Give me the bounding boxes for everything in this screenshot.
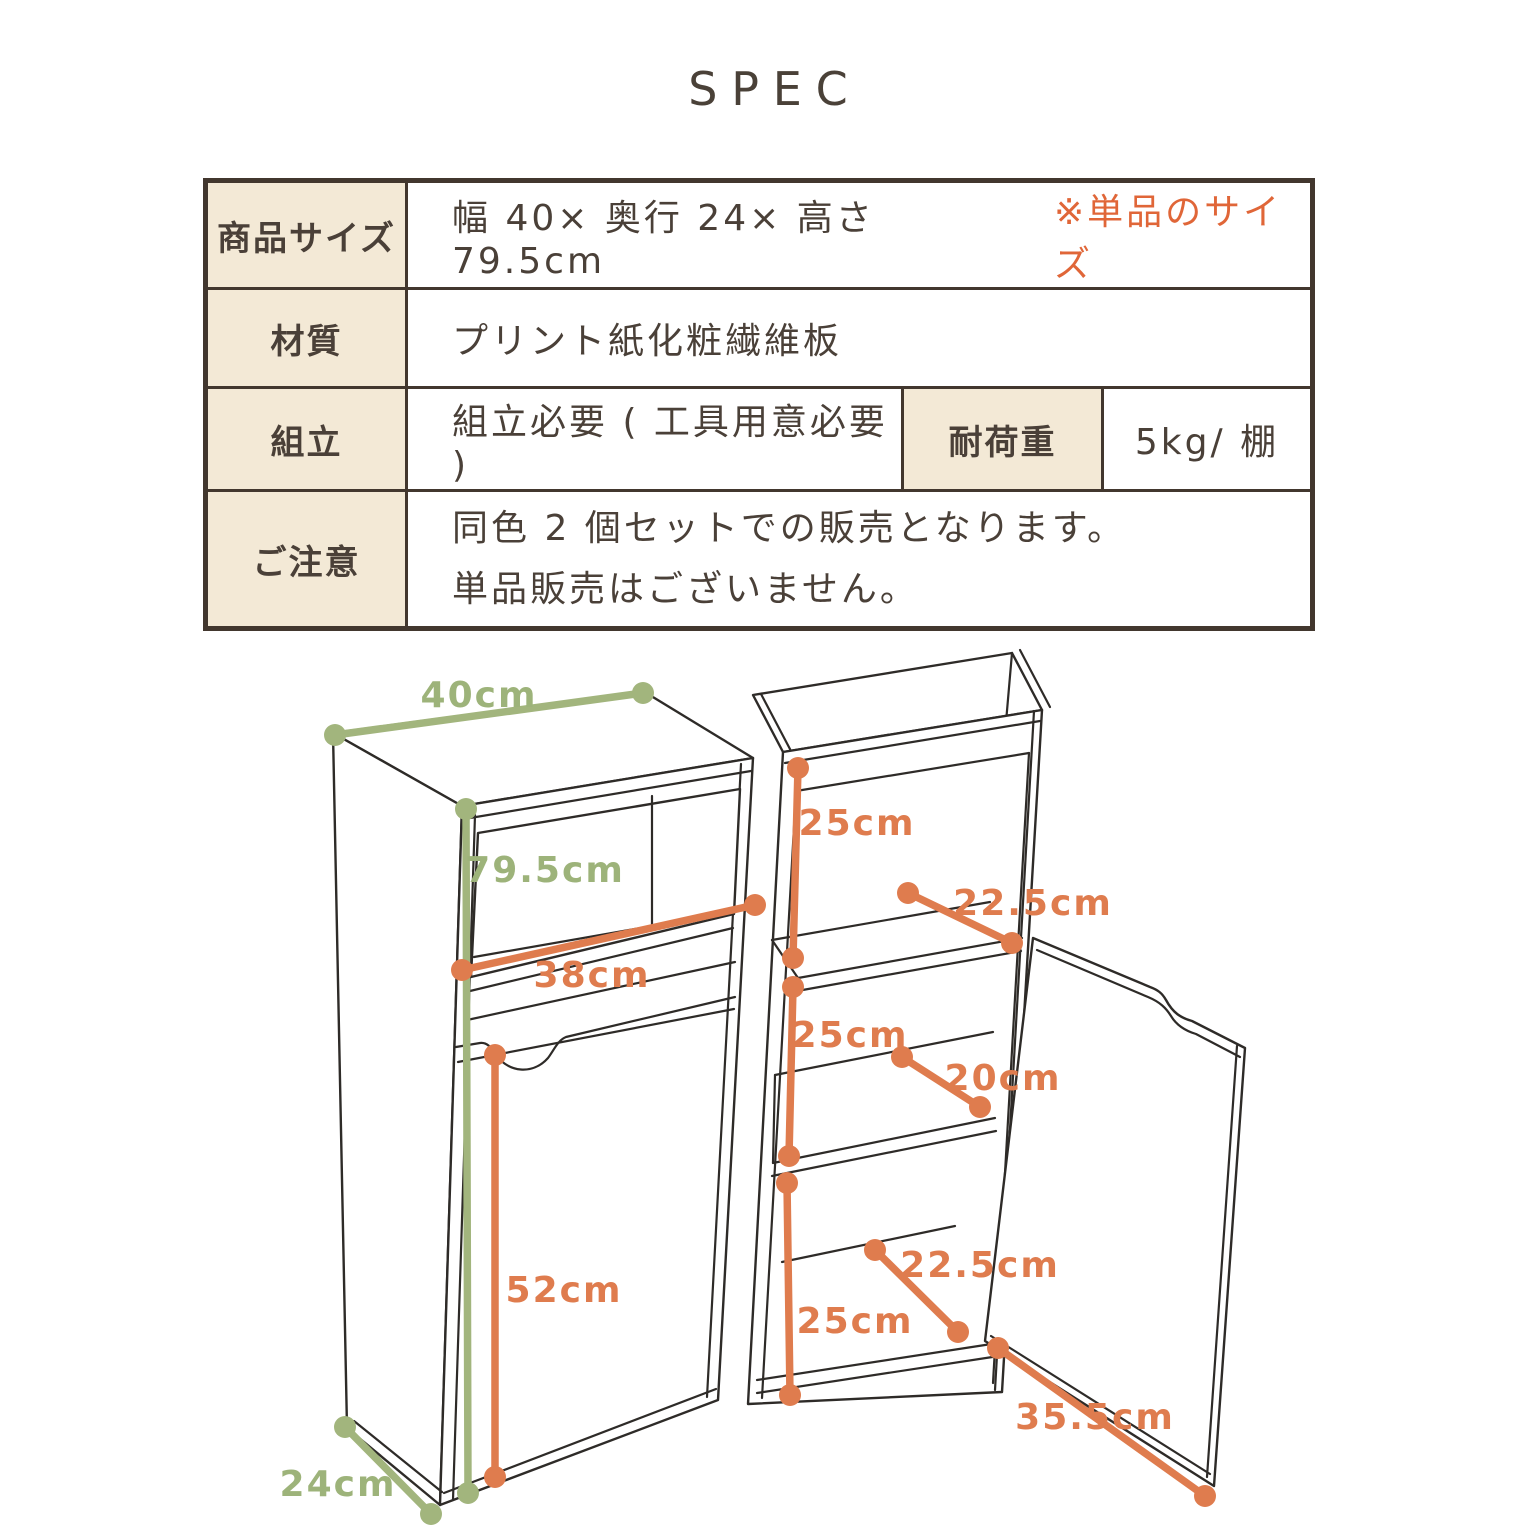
row-loadcapacity-label: 耐荷重	[904, 389, 1104, 489]
row-size-label: 商品サイズ	[208, 183, 408, 287]
dim-cabinet-depth: 24cm	[280, 1416, 442, 1525]
spec-table: 商品サイズ 幅 40× 奥行 24× 高さ 79.5cm ※単品のサイズ 材質 …	[203, 178, 1315, 631]
right-cabinet-shelf-middle	[770, 1030, 998, 1178]
dim-cabinet-width-label: 40cm	[421, 675, 538, 716]
page-title: SPEC	[688, 62, 862, 116]
dim-cabinet-height: 79.5cm	[455, 798, 625, 1504]
row-caution-label: ご注意	[208, 492, 408, 626]
dim-bottom-compartment-height-label: 25cm	[797, 1301, 914, 1342]
dim-top-compartment-height-label: 25cm	[799, 803, 916, 844]
dim-bottom-shelf-depth-label: 22.5cm	[900, 1245, 1060, 1286]
table-row-assembly: 組立 組立必要 ( 工具用意必要 ) 耐荷重 5kg/ 棚	[208, 386, 1310, 489]
right-cabinet-shelf-top	[770, 900, 1024, 993]
dim-middle-shelf-depth: 20cm	[891, 1046, 1062, 1118]
row-caution-value-cell: 同色 2 個セットでの販売となります。 単品販売はございません。	[408, 492, 1310, 626]
row-size-value-cell: 幅 40× 奥行 24× 高さ 79.5cm ※単品のサイズ	[408, 183, 1310, 287]
dim-top-shelf-depth: 22.5cm	[897, 882, 1113, 954]
dim-middle-shelf-depth-label: 20cm	[945, 1058, 1062, 1099]
row-size-note: ※単品のサイズ	[1053, 192, 1283, 285]
dim-bottom-compartment-height: 25cm	[776, 1172, 914, 1406]
row-material-label: 材質	[208, 290, 408, 386]
table-row-material: 材質 プリント紙化粧繊維板	[208, 287, 1310, 386]
dim-top-compartment-height: 25cm	[782, 757, 916, 969]
dim-top-shelf-depth-label: 22.5cm	[953, 883, 1113, 924]
table-row-caution: ご注意 同色 2 個セットでの販売となります。 単品販売はございません。	[208, 489, 1310, 626]
open-door-panel	[983, 936, 1247, 1488]
left-door-top-edge	[454, 995, 737, 1071]
dim-bottom-shelf-depth: 22.5cm	[864, 1239, 1060, 1343]
dim-inner-width: 38cm	[451, 894, 766, 996]
row-assembly-label: 組立	[208, 389, 408, 489]
dim-cabinet-height-label: 79.5cm	[465, 850, 625, 891]
dim-door-height-label: 52cm	[506, 1270, 623, 1311]
row-material-value: プリント紙化粧繊維板	[408, 290, 1310, 386]
dim-open-door-width: 35.5cm	[987, 1337, 1216, 1507]
row-size-value: 幅 40× 奥行 24× 高さ 79.5cm	[452, 197, 875, 282]
row-caution-line1: 同色 2 個セットでの販売となります。	[452, 507, 1127, 549]
table-row-size: 商品サイズ 幅 40× 奥行 24× 高さ 79.5cm ※単品のサイズ	[208, 183, 1310, 287]
row-loadcapacity-value: 5kg/ 棚	[1104, 389, 1310, 489]
dim-open-door-width-label: 35.5cm	[1015, 1397, 1175, 1438]
dim-cabinet-width: 40cm	[324, 675, 654, 746]
dim-inner-width-label: 38cm	[534, 955, 651, 996]
right-cabinet-open-door	[983, 936, 1247, 1488]
dim-cabinet-depth-label: 24cm	[280, 1464, 397, 1505]
row-assembly-value: 組立必要 ( 工具用意必要 )	[408, 389, 904, 489]
dim-middle-compartment-height: 25cm	[778, 976, 909, 1167]
dim-door-height: 52cm	[484, 1044, 623, 1488]
left-cabinet	[331, 689, 755, 1507]
dim-middle-compartment-height-label: 25cm	[792, 1015, 909, 1056]
row-caution-line2: 単品販売はございません。	[452, 569, 919, 610]
